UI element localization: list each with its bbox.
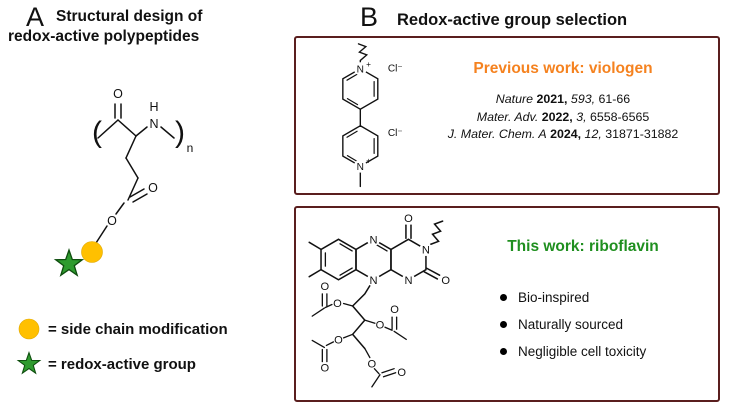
polypeptide-structure: O ( H N ) n O O — [55, 87, 194, 276]
ref-pages: 31871-31882 — [605, 127, 679, 141]
atom-label: O — [333, 298, 342, 310]
atom-label: O — [334, 334, 343, 346]
atom-label: O — [404, 213, 413, 225]
atom-label: O — [390, 304, 399, 316]
ref-year: 2022, — [541, 109, 573, 124]
bullet-dot-icon — [500, 294, 507, 301]
subscript-n: n — [187, 141, 194, 155]
ref-volume: 12, — [584, 127, 602, 141]
previous-work-heading: Previous work: viologen — [473, 60, 653, 77]
atom-label: N — [357, 64, 364, 75]
charge-label: + — [366, 156, 371, 165]
riboflavin-structure: N N N N O O O O O O O O O O — [308, 213, 450, 388]
atom-label: N — [422, 244, 430, 256]
reference: Nature 2021, 593, 61-66 — [414, 91, 712, 109]
bullet-item: Negligible cell toxicity — [500, 338, 710, 365]
ref-journal: Mater. Adv. — [476, 109, 539, 124]
atom-label: O — [368, 359, 377, 371]
atom-label: O — [321, 281, 330, 293]
this-work-text: This work: riboflavin Bio-inspired Natur… — [456, 238, 710, 365]
panel-b-title: Redox-active group selection — [397, 11, 628, 29]
viologen-structure: N + Cl⁻ N + Cl⁻ — [342, 43, 403, 188]
legend-item: = redox-active group — [16, 351, 196, 377]
atom-label: O — [148, 181, 158, 195]
legend-label: = redox-active group — [48, 355, 196, 373]
panel-b-label: B — [360, 2, 379, 32]
bullet-dot-icon — [500, 348, 507, 355]
reference: Mater. Adv. 2022, 3, 6558-6565 — [414, 109, 712, 127]
bullet-label: Bio-inspired — [518, 290, 590, 305]
ref-year: 2021, — [536, 92, 568, 106]
atom-label: H — [149, 100, 158, 114]
legend-label: = side chain modification — [48, 320, 228, 338]
ref-volume: 593, — [570, 92, 596, 106]
reference-list: Nature 2021, 593, 61-66 Mater. Adv. 2022… — [414, 91, 712, 144]
atom-label: N — [357, 162, 364, 173]
atom-label: N — [369, 275, 377, 287]
bullet-item: Bio-inspired — [500, 284, 710, 311]
bullet-label: Negligible cell toxicity — [518, 344, 647, 359]
ref-pages: 6558-6565 — [589, 109, 650, 124]
paren-label: ( — [92, 116, 102, 149]
redox-star-icon — [55, 249, 83, 276]
this-work-box: N N N N O O O O O O O O O O This work: r… — [294, 206, 720, 402]
redox-star-icon — [16, 351, 42, 375]
atom-label: Cl⁻ — [388, 63, 403, 74]
previous-work-box: N + Cl⁻ N + Cl⁻ Previous work: viologen … — [294, 36, 720, 195]
atom-label: O — [441, 275, 450, 287]
side-chain-circle-icon — [18, 318, 40, 340]
atom-label: O — [107, 214, 117, 228]
legend-item: = side chain modification — [16, 316, 228, 342]
atom-label: O — [113, 87, 123, 101]
atom-label: N — [404, 275, 412, 287]
charge-label: + — [366, 60, 371, 69]
atom-label: O — [321, 363, 330, 375]
this-work-heading: This work: riboflavin — [507, 238, 659, 255]
ref-year: 2024, — [550, 127, 582, 141]
atom-label: N — [369, 234, 377, 246]
panel-a-label: A — [26, 2, 45, 32]
ref-journal: J. Mater. Chem. A — [447, 127, 547, 141]
bullet-item: Naturally sourced — [500, 311, 710, 338]
reference: J. Mater. Chem. A 2024, 12, 31871-31882 — [414, 126, 712, 144]
bullet-dot-icon — [500, 321, 507, 328]
atom-label: O — [397, 367, 406, 379]
ref-volume: 3, — [576, 109, 587, 124]
bullet-label: Naturally sourced — [518, 317, 624, 332]
atom-label: O — [376, 319, 385, 331]
bullet-list: Bio-inspired Naturally sourced Negligibl… — [456, 284, 710, 365]
ref-pages: 61-66 — [598, 92, 631, 106]
panel-a-title: Structural design of redox-active polype… — [8, 8, 203, 45]
side-chain-circle-icon — [81, 241, 103, 263]
ref-journal: Nature — [495, 92, 533, 106]
atom-label: Cl⁻ — [388, 128, 403, 139]
previous-work-text: Previous work: viologen Nature 2021, 593… — [414, 60, 712, 144]
paren-label: ) — [175, 116, 185, 149]
atom-label: N — [149, 117, 158, 131]
